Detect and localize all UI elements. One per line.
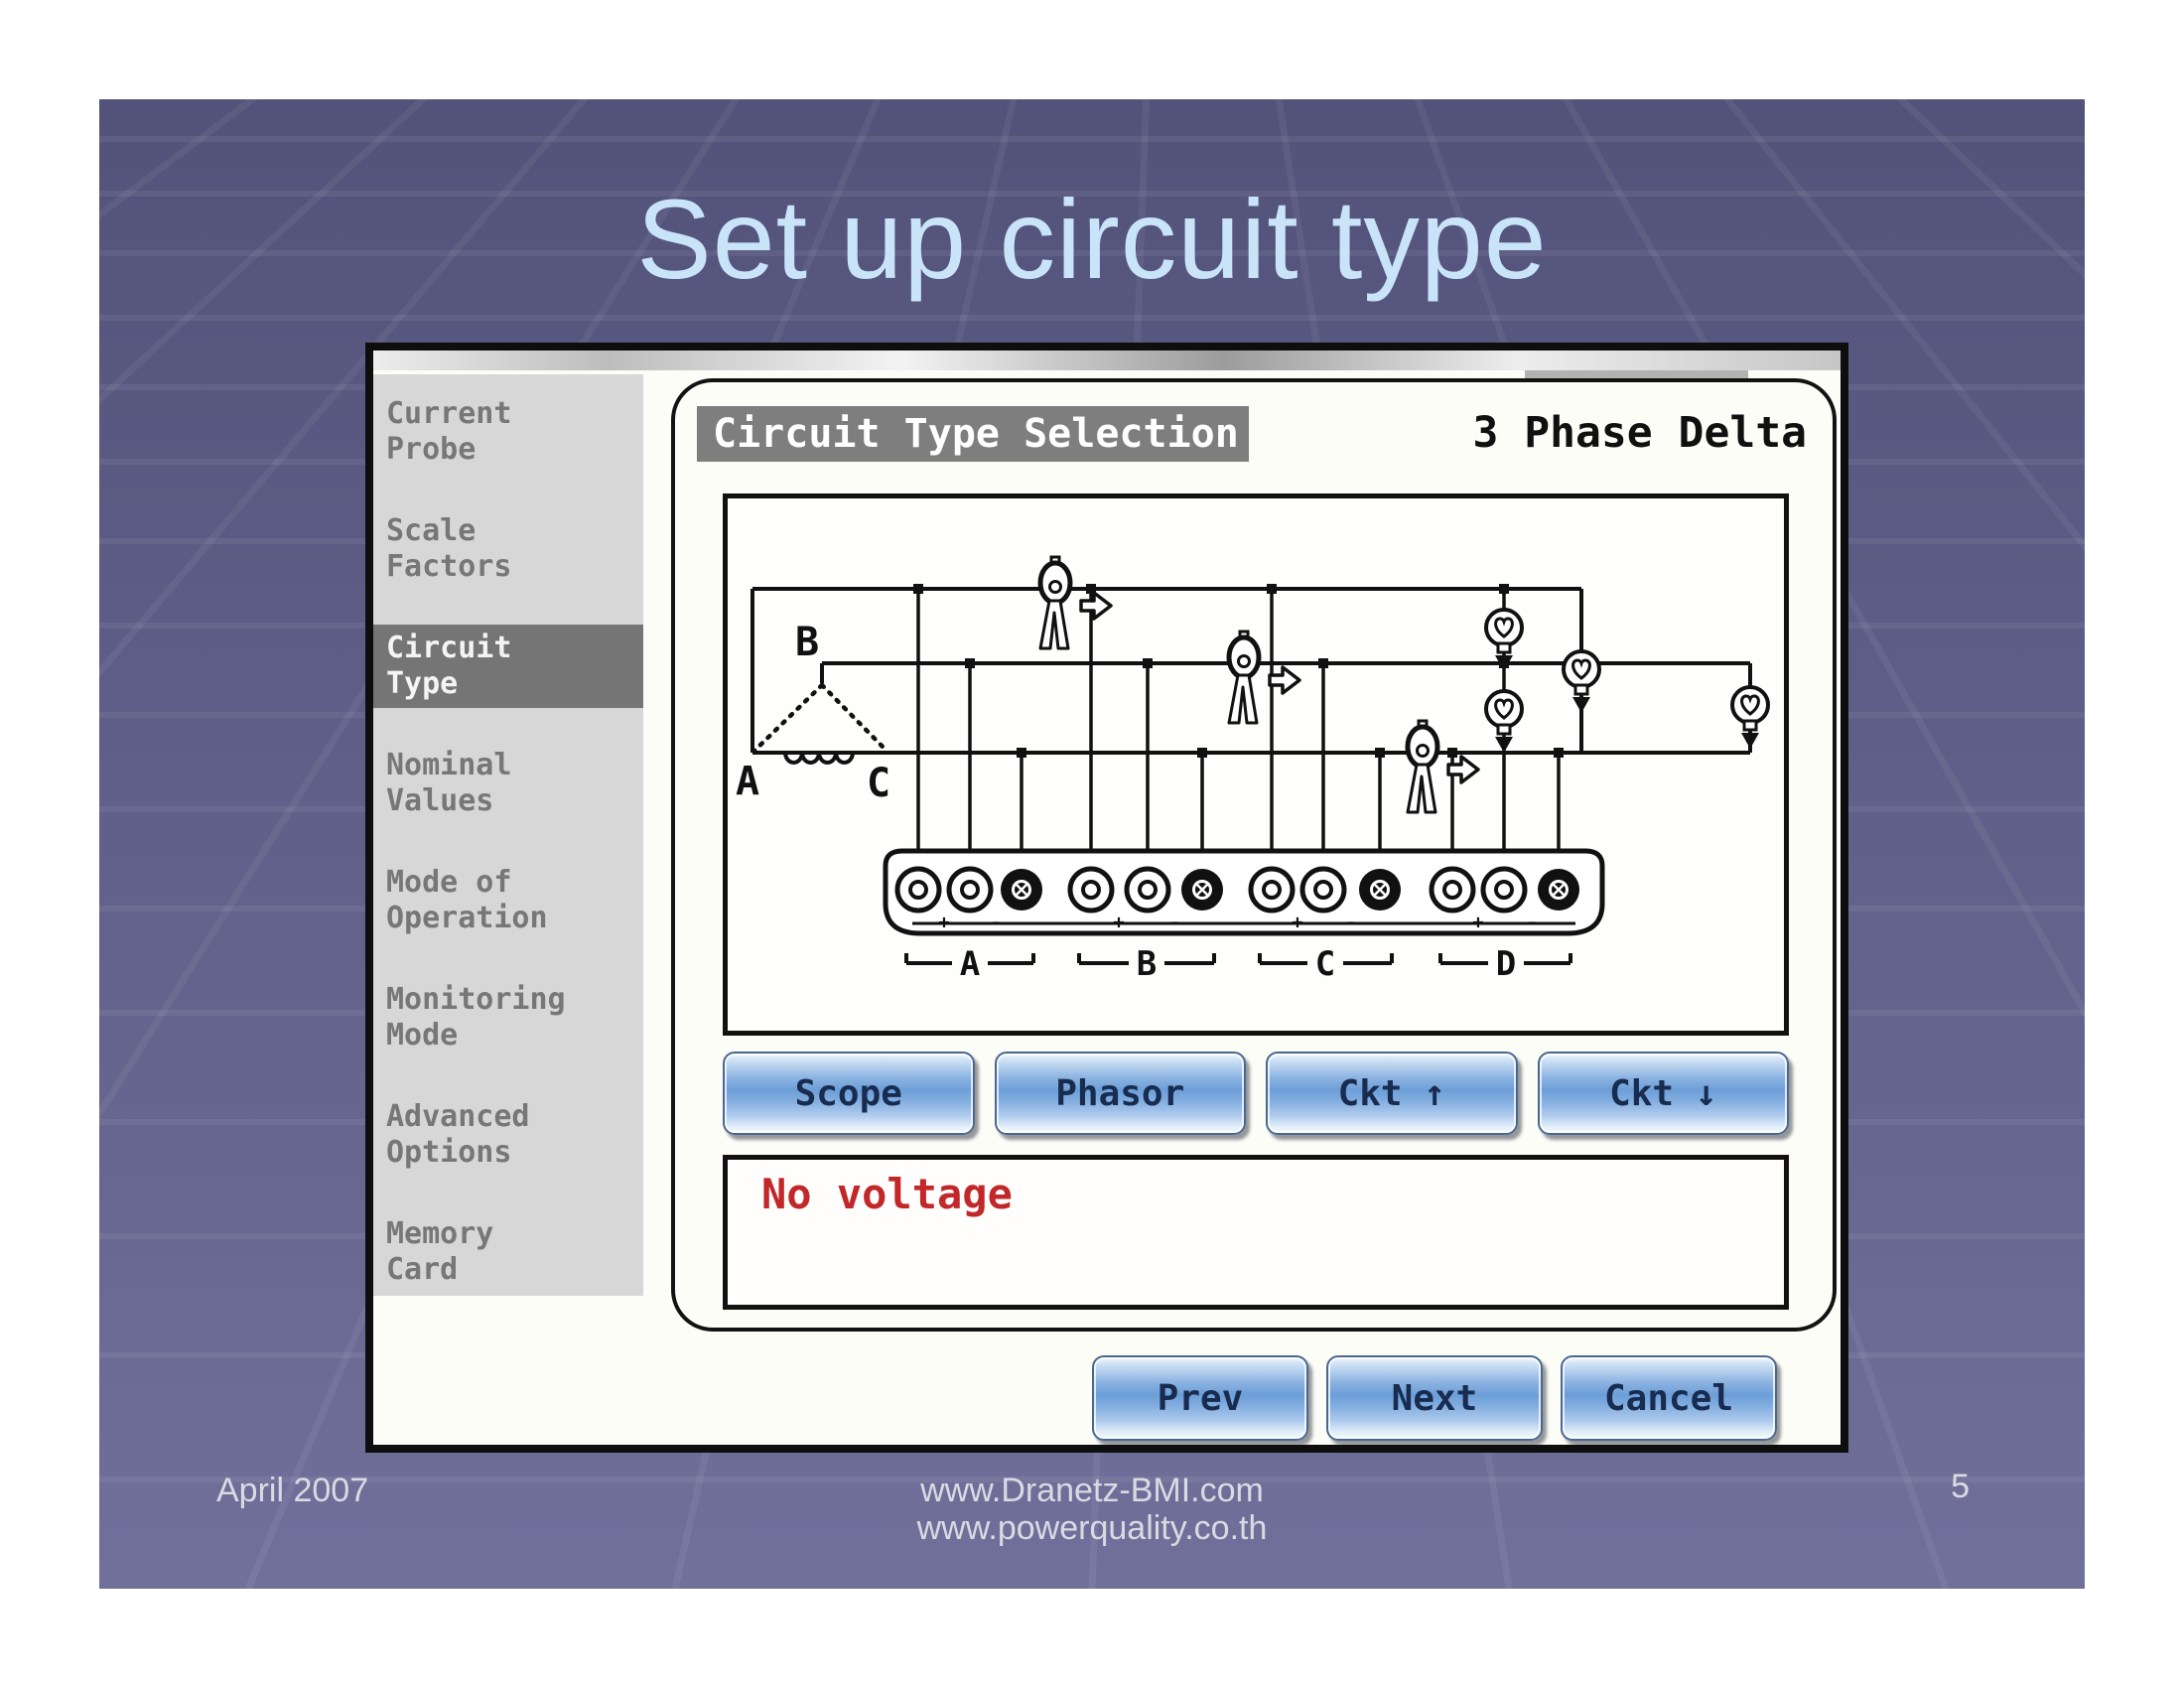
footer-urls: www.Dranetz-BMI.com www.powerquality.co.…: [99, 1472, 2085, 1547]
settings-sidebar: Current Probe Scale Factors Circuit Type…: [373, 374, 643, 1296]
load-bulb-icon: [1730, 685, 1770, 751]
footer-url-2: www.powerquality.co.th: [916, 1509, 1268, 1547]
sidebar-item-nominal-values[interactable]: Nominal Values: [386, 748, 512, 818]
slide-title: Set up circuit type: [636, 177, 1548, 302]
sidebar-item-memory-card[interactable]: Memory Card: [386, 1216, 494, 1287]
load-bulb-icon: [1484, 689, 1524, 755]
phase-label-a: A: [736, 759, 759, 804]
action-button-row: Scope Phasor Ckt ↑ Ckt ↓: [723, 1052, 1789, 1135]
sidebar-item-current-probe[interactable]: Current Probe: [386, 396, 512, 467]
device-screenshot: Current Probe Scale Factors Circuit Type…: [365, 343, 1848, 1453]
load-bulb-icon: [1562, 649, 1601, 715]
sidebar-item-advanced-options[interactable]: Advanced Options: [386, 1099, 530, 1170]
delta-winding: [751, 682, 889, 765]
cancel-button[interactable]: Cancel: [1561, 1355, 1777, 1441]
svg-text:+: +: [1113, 912, 1124, 933]
scope-button[interactable]: Scope: [723, 1052, 975, 1135]
device-screen-body: Current Probe Scale Factors Circuit Type…: [373, 370, 1841, 1445]
circuit-type-value: 3 Phase Delta: [1472, 408, 1807, 458]
channel-group-label: A: [960, 944, 980, 984]
circuit-diagram-box: + - + - + - + -: [723, 493, 1789, 1036]
svg-text:+: +: [1292, 912, 1302, 933]
svg-text:-: -: [1168, 912, 1179, 933]
page-number: 5: [1951, 1468, 1970, 1505]
sidebar-item-mode-of-operation[interactable]: Mode of Operation: [386, 865, 548, 935]
device-titlebar-strip: [373, 351, 1841, 370]
sidebar-item-circuit-type[interactable]: Circuit Type: [373, 625, 643, 708]
screen-title: Circuit Type Selection: [713, 411, 1239, 457]
svg-text:-: -: [990, 912, 1001, 933]
svg-text:-: -: [1345, 912, 1356, 933]
status-message-box: No voltage: [723, 1155, 1789, 1310]
current-clamp-icon: [1229, 632, 1299, 723]
footer-date: April 2007: [216, 1472, 369, 1509]
slide-background: Set up circuit type Current Probe Scale …: [99, 99, 2085, 1589]
next-button[interactable]: Next: [1326, 1355, 1543, 1441]
svg-text:+: +: [938, 912, 949, 933]
circuit-down-button[interactable]: Ckt ↓: [1537, 1052, 1789, 1135]
sidebar-item-scale-factors[interactable]: Scale Factors: [386, 513, 512, 584]
channel-group-brackets: [904, 953, 1572, 965]
status-message: No voltage: [761, 1170, 1013, 1218]
phase-label-b: B: [795, 620, 819, 665]
circuit-diagram: + - + - + - + -: [736, 498, 1770, 984]
circuit-type-panel: Circuit Type Selection 3 Phase Delta: [671, 378, 1837, 1332]
svg-text:-: -: [1526, 912, 1537, 933]
terminal-strip: + - + - + - + -: [883, 848, 1605, 936]
channel-group-label: D: [1496, 944, 1516, 984]
current-clamp-icon: [1040, 557, 1111, 648]
prev-button[interactable]: Prev: [1092, 1355, 1308, 1441]
nav-button-row: Prev Next Cancel: [1092, 1355, 1777, 1441]
current-clamp-icon: [1408, 721, 1478, 812]
svg-text:+: +: [1472, 912, 1483, 933]
sidebar-item-monitoring-mode[interactable]: Monitoring Mode: [386, 982, 566, 1053]
phase-label-c: C: [867, 761, 890, 806]
phasor-button[interactable]: Phasor: [994, 1052, 1246, 1135]
circuit-up-button[interactable]: Ckt ↑: [1266, 1052, 1518, 1135]
channel-group-label: C: [1315, 944, 1335, 984]
terminal-drop-lines: [916, 589, 1561, 872]
screen-header-bar: Circuit Type Selection: [697, 406, 1249, 462]
channel-group-label: B: [1137, 944, 1157, 984]
footer-url-1: www.Dranetz-BMI.com: [920, 1472, 1264, 1509]
